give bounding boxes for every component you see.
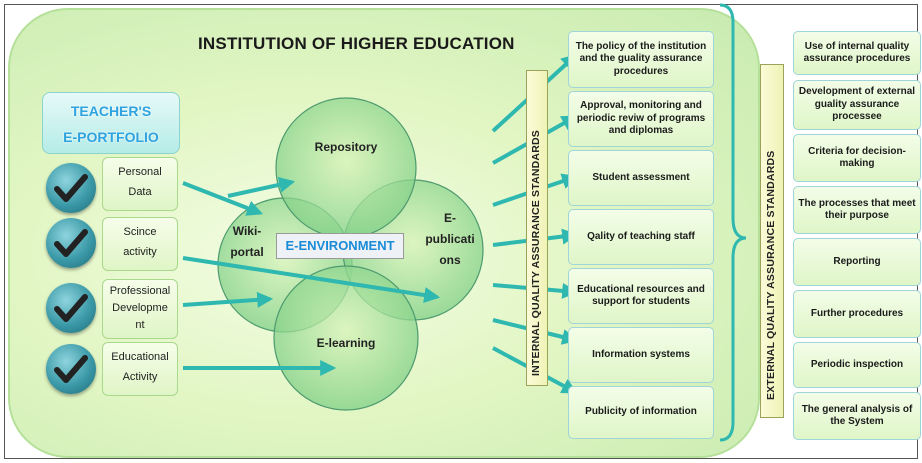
wiki-line: portal xyxy=(230,245,264,259)
external-standard-2: Development of external guality assuranc… xyxy=(793,80,921,130)
checkmark-icon xyxy=(46,344,96,394)
external-standards-label: EXTERNAL QUALITY ASSURANCE STANDARDS xyxy=(765,150,777,401)
item-line: Professional xyxy=(109,285,171,297)
e-environment-label: E-ENVIRONMENT xyxy=(276,233,404,259)
internal-standard-2: Approval, monitoring and periodic reviw … xyxy=(568,91,714,147)
external-standard-7: Periodic inspection xyxy=(793,342,921,388)
item-line: Activity xyxy=(122,371,158,383)
wiki-portal-label: Wiki- portal xyxy=(222,221,272,263)
epub-line: publicati xyxy=(425,232,475,246)
external-standard-4: The processes that meet their purpose xyxy=(793,186,921,234)
internal-standard-1: The policy of the institution and the gu… xyxy=(568,31,714,88)
checkmark-icon xyxy=(46,283,96,333)
external-standard-5: Reporting xyxy=(793,238,921,286)
diagram-title: INSTITUTION OF HIGHER EDUCATION xyxy=(198,34,515,53)
repository-circle xyxy=(275,97,417,239)
epub-line: ons xyxy=(439,253,461,267)
item-line: Data xyxy=(128,186,152,198)
item-personal-data: Personal Data xyxy=(102,157,178,211)
repository-label: Repository xyxy=(314,140,378,154)
external-standard-1: Use of internal quality assurance proced… xyxy=(793,31,921,75)
epublications-label: E- publicati ons xyxy=(418,208,482,271)
checkmark-icon xyxy=(46,218,96,268)
external-standard-6: Further procedures xyxy=(793,290,921,338)
internal-standard-7: Publicity of information xyxy=(568,386,714,439)
internal-standard-6: Information systems xyxy=(568,327,714,383)
portfolio-line-1: TEACHER'S xyxy=(70,103,152,119)
item-line: nt xyxy=(135,319,145,331)
item-professional-development: Professional Developme nt xyxy=(102,279,178,339)
elearning-circle xyxy=(273,265,419,411)
external-standards-bar xyxy=(760,64,784,418)
item-line: Personal xyxy=(118,166,162,178)
external-standard-8: The general analysis of the System xyxy=(793,392,921,440)
item-line: Educational xyxy=(111,351,169,363)
internal-standard-4: Qality of teaching staff xyxy=(568,209,714,265)
external-standard-3: Criteria for decision-making xyxy=(793,134,921,182)
internal-standards-label: INTERNAL QUALITY ASSURANCE STANDARDS xyxy=(530,130,542,376)
teachers-eportfolio-label: TEACHER'S E-PORTFOLIO xyxy=(42,92,180,154)
checkmark-icon xyxy=(46,163,96,213)
item-line: activity xyxy=(123,246,157,258)
elearning-label: E-learning xyxy=(316,336,376,350)
internal-standards-bar xyxy=(526,70,548,386)
item-educational-activity: Educational Activity xyxy=(102,342,178,396)
internal-standard-5: Educational resources and support for st… xyxy=(568,268,714,324)
brace-icon xyxy=(719,3,747,442)
portfolio-line-2: E-PORTFOLIO xyxy=(63,129,159,145)
item-line: Scince xyxy=(123,226,157,238)
epub-line: E- xyxy=(444,211,456,225)
wiki-line: Wiki- xyxy=(232,224,262,238)
item-science-activity: Scince activity xyxy=(102,217,178,271)
item-line: Developme xyxy=(112,302,168,314)
internal-standard-3: Student assessment xyxy=(568,150,714,206)
